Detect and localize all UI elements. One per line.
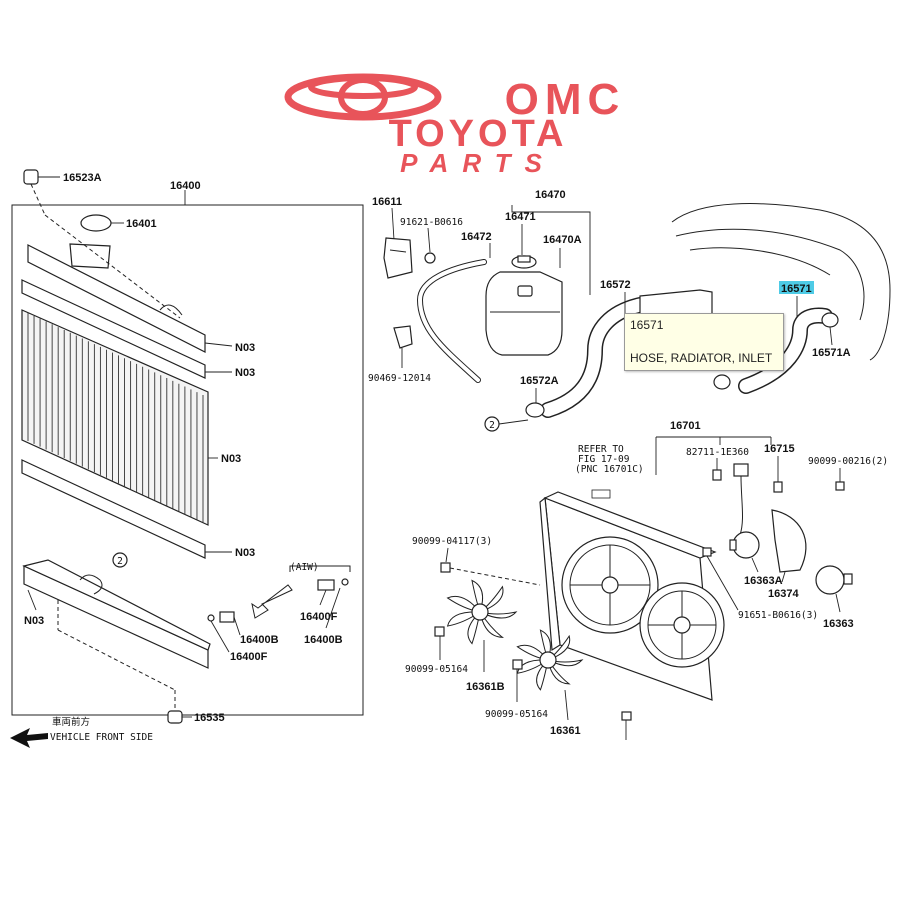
hose-clamp-16571A: 16571A: [812, 312, 851, 359]
label-90099-05164-a: 90099-05164: [405, 664, 468, 675]
motor-cover-16374: 16374: [768, 509, 807, 600]
label-front-jp: 車両前方: [52, 716, 90, 728]
radiator-drain-cock-16523A: 16523A: [23, 169, 102, 216]
fan-shroud: [539, 491, 725, 701]
label-16535: 16535: [194, 712, 225, 724]
label-16400B-b: 16400B: [304, 634, 343, 646]
callout-circle-2-left: 2: [112, 552, 128, 568]
label-16611: 16611: [372, 196, 402, 208]
radiator-assembly: 16400 16523A 16401 N03 N03: [10, 169, 364, 748]
label-90099-00216: 90099-00216(2): [808, 456, 888, 467]
clip-90469: 90469-12014: [368, 325, 431, 384]
label-90099-05164-b: 90099-05164: [485, 709, 548, 720]
fan-blade-16361B: 16361B: [446, 579, 518, 693]
aiw-inset: (AIW) 16400F 16400B: [251, 562, 351, 646]
fan-blade-16361: 16361: [516, 629, 584, 737]
reservoir-cap-16471: [511, 255, 537, 269]
radiator-inlet-hose-16571: [739, 309, 832, 393]
label-N03-a: N03: [235, 342, 255, 354]
overflow-hose-16472: [417, 260, 486, 382]
label-16571A: 16571A: [812, 347, 851, 359]
part-number-highlight: [779, 281, 814, 294]
radiator-upper-gasket: N03: [21, 279, 255, 379]
svg-text:2: 2: [117, 556, 123, 567]
logo-toyota-text: TOYOTA: [389, 113, 568, 155]
label-16571[interactable]: 16571: [781, 283, 812, 295]
label-90099-04117: 90099-04117(3): [412, 536, 492, 547]
label-16471: 16471: [505, 211, 536, 223]
bolt-91621: [424, 252, 436, 264]
radiator-assembly-frame: [11, 204, 364, 716]
label-refer-fig: FIG 17-09: [578, 454, 630, 465]
bolt-90099-00216: [835, 468, 845, 491]
label-16361B: 16361B: [466, 681, 505, 693]
label-91621: 91621-B0616: [400, 217, 463, 228]
label-16401: 16401: [126, 218, 157, 230]
logo-omc-text: OMC: [505, 75, 626, 124]
label-16470A: 16470A: [543, 234, 582, 246]
label-91651: 91651-B0616(3): [738, 610, 818, 621]
label-16472: 16472: [461, 231, 492, 243]
nut-90099-05164-b: 90099-05164: [485, 659, 548, 720]
bolt-91651: 91651-B0616(3): [702, 547, 818, 621]
bolt-90099-04117: 90099-04117(3): [412, 536, 541, 586]
label-aiw: (AIW): [290, 562, 319, 573]
hose-clamp-lower: [713, 374, 731, 390]
lower-insulator-16535: 16535: [167, 690, 225, 724]
label-N03-d: N03: [235, 547, 255, 559]
label-16470: 16470: [535, 189, 566, 201]
front-arrow-icon: [10, 728, 48, 748]
connector-82711: [712, 458, 749, 536]
radiator-outlet-hose-16572: [541, 298, 647, 417]
drain-plug-group: 16400B 16400F: [207, 611, 279, 663]
label-front-en: VEHICLE FRONT SIDE: [50, 732, 153, 743]
label-16715: 16715: [764, 443, 795, 455]
label-16572: 16572: [600, 279, 631, 291]
label-refer-to: REFER TO: [578, 444, 624, 455]
label-82711: 82711-1E360: [686, 447, 749, 458]
nut-90099-05164-a: 90099-05164: [405, 626, 468, 675]
fan-bracket-16715: [773, 456, 783, 493]
label-16400: 16400: [170, 180, 201, 192]
radiator-lower-tank: N03: [22, 559, 211, 691]
toyota-emblem: [284, 73, 442, 121]
reservoir-bracket-16611: [383, 237, 413, 279]
label-N03-e: N03: [24, 615, 44, 627]
label-16400F-a: 16400F: [230, 651, 268, 663]
label-16363A: 16363A: [744, 575, 783, 587]
label-16701: 16701: [670, 420, 701, 432]
label-16374: 16374: [768, 588, 799, 600]
fan-motor-16363A: 16363A: [729, 531, 783, 587]
label-16523A: 16523A: [63, 172, 102, 184]
label-16572A: 16572A: [520, 375, 559, 387]
radiator-core: N03: [21, 309, 241, 526]
logo-parts-text: PARTS: [400, 148, 556, 178]
part-tooltip: 16571 HOSE, RADIATOR, INLET: [624, 313, 784, 371]
label-90469: 90469-12014: [368, 373, 431, 384]
callout-circle-2-right: 2: [484, 416, 529, 432]
label-16400B-a: 16400B: [240, 634, 279, 646]
omc-toyota-parts-logo: OMC TOYOTA PARTS: [284, 73, 626, 178]
vehicle-front-indicator: 車両前方 VEHICLE FRONT SIDE: [10, 716, 153, 748]
label-N03-c: N03: [221, 453, 241, 465]
label-16361: 16361: [550, 725, 581, 737]
reservoir-tank-16470: [485, 271, 563, 356]
radiator-lower-gasket: N03: [21, 459, 255, 559]
label-16400F-b: 16400F: [300, 611, 338, 623]
radiator-upper-tank: N03: [27, 214, 255, 354]
hose-clamp-16572A: 16572A: [520, 375, 559, 418]
reservoir-group: 16611 91621-B0616 16470 16471 16472 1647…: [368, 189, 591, 384]
label-16363: 16363: [823, 618, 854, 630]
tooltip-description: HOSE, RADIATOR, INLET: [630, 351, 773, 365]
screw-lower: [621, 711, 632, 740]
fan-shroud-assembly: 16701 REFER TO FIG 17-09 (PNC 16701C) 82…: [405, 420, 888, 740]
svg-text:2: 2: [489, 420, 495, 431]
fan-motor-16363: 16363: [815, 565, 854, 630]
engine-outline: [671, 203, 891, 361]
label-N03-b: N03: [235, 367, 255, 379]
tooltip-part-number: 16571: [630, 318, 664, 332]
label-refer-pnc: (PNC 16701C): [575, 464, 644, 475]
radiator-cap-16401: 16401: [80, 214, 157, 232]
